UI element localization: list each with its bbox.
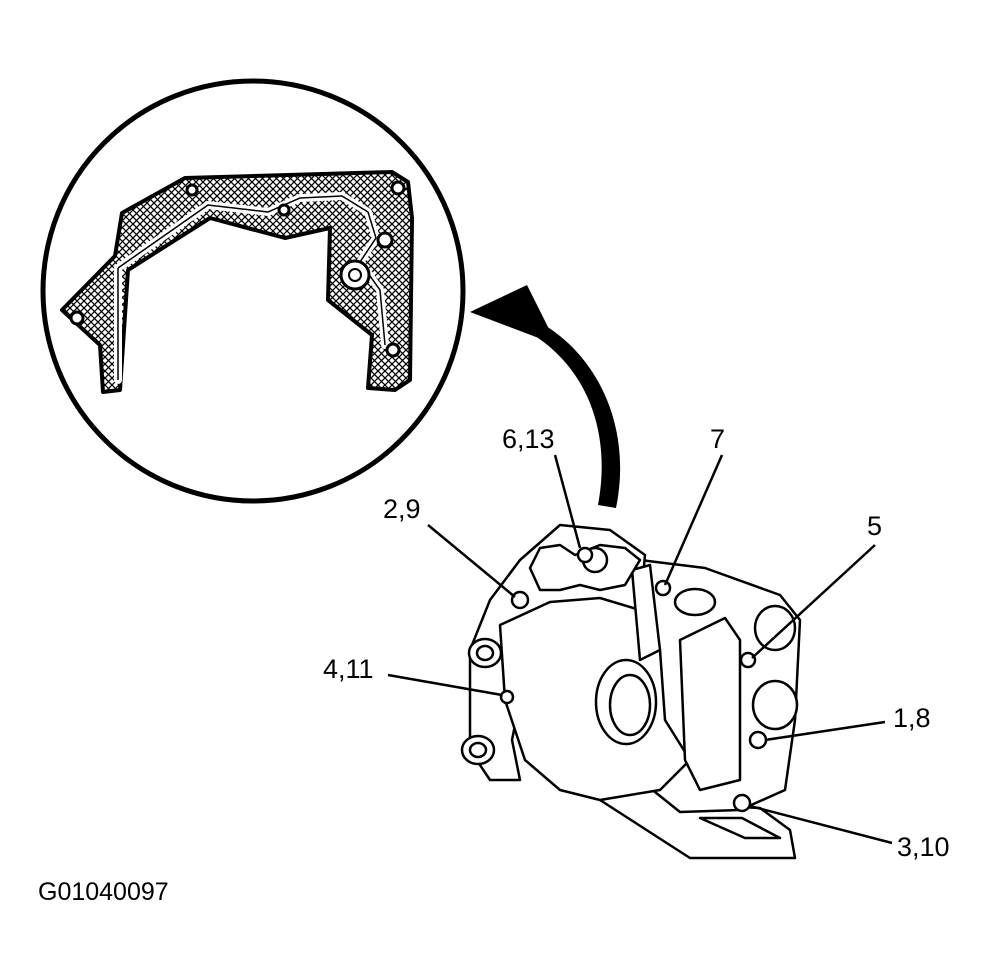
gasket-port-inner bbox=[348, 268, 362, 282]
boss-right-mid bbox=[751, 679, 799, 731]
callout-labels: 6,13 7 2,9 5 4,11 1,8 3,10 bbox=[323, 424, 950, 862]
seal-bore-inner bbox=[608, 673, 652, 737]
gasket-bolt-hole bbox=[185, 183, 199, 197]
bolt-hole-2-9 bbox=[510, 590, 530, 610]
callout-6-13: 6,13 bbox=[502, 424, 555, 454]
boss-top bbox=[673, 587, 717, 617]
bolt-hole-7 bbox=[654, 579, 672, 597]
leader-4-11 bbox=[387, 673, 503, 697]
pump-body bbox=[678, 616, 742, 792]
gasket-bolt-hole bbox=[390, 180, 406, 196]
bolt-hole-3-10 bbox=[732, 793, 752, 813]
callout-3-10: 3,10 bbox=[897, 832, 950, 862]
gasket-illustration bbox=[60, 170, 414, 394]
figure-id: G01040097 bbox=[38, 878, 169, 906]
front-cover-assembly bbox=[460, 523, 802, 860]
callout-1-8: 1,8 bbox=[893, 703, 931, 733]
leader-7 bbox=[663, 454, 724, 586]
callout-5: 5 bbox=[867, 511, 882, 541]
leader-6-13 bbox=[553, 454, 582, 549]
bolt-hole-4-11 bbox=[499, 689, 515, 705]
leader-1-8 bbox=[764, 720, 886, 742]
gasket-bolt-hole bbox=[385, 342, 401, 358]
boss-left-inner bbox=[475, 644, 495, 662]
boss-lower-left-inner bbox=[468, 741, 488, 759]
leader-5 bbox=[751, 544, 876, 659]
gasket-bolt-hole bbox=[69, 310, 85, 326]
leader-2-9 bbox=[427, 524, 516, 598]
callout-7: 7 bbox=[710, 424, 725, 454]
callout-2-9: 2,9 bbox=[383, 494, 421, 524]
base-slot bbox=[698, 816, 782, 840]
callout-4-11: 4,11 bbox=[323, 654, 374, 684]
boss-right-top bbox=[753, 604, 797, 652]
curved-arrow bbox=[470, 285, 621, 508]
vertical-rib bbox=[630, 563, 662, 662]
gasket-bolt-hole bbox=[376, 231, 394, 249]
bolt-hole-6-13 bbox=[576, 546, 594, 564]
bolt-hole-1-8 bbox=[748, 730, 768, 750]
leader-3-10 bbox=[749, 804, 893, 845]
bolt-hole-5 bbox=[739, 651, 757, 669]
leader-lines bbox=[387, 454, 893, 845]
gasket-bolt-hole bbox=[277, 203, 291, 217]
